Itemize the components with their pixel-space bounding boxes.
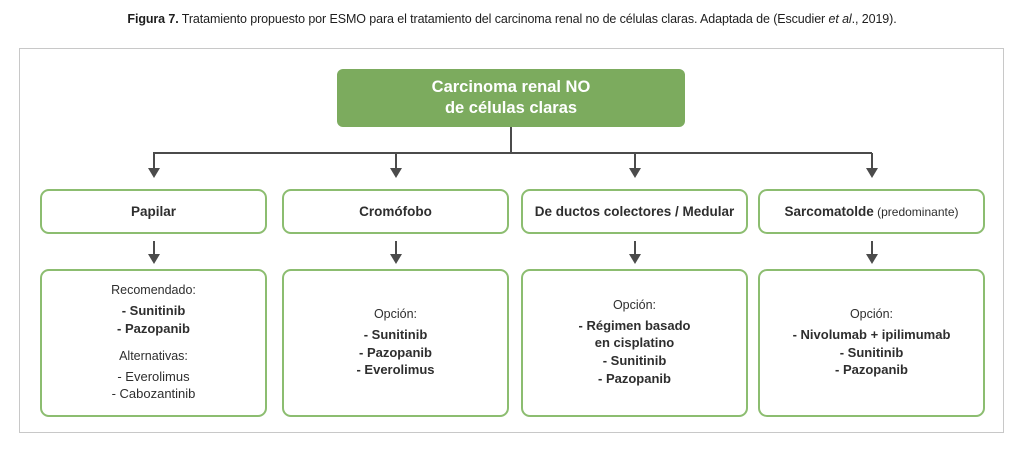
figure-caption-tail: ., 2019). [851,12,897,26]
arrow-head [628,168,641,178]
category-node-sarcomatolde: Sarcomatolde (predominante) [758,189,985,234]
treatment-section-opcion: Opción: - Nivolumab + ipilimumab - Sunit… [793,307,951,380]
treatment-item: - Régimen basado en cisplatino [578,318,691,351]
category-label: Cromófobo [359,204,432,219]
trunk-connector-line [510,127,512,152]
arrow-shaft [152,153,155,168]
treatment-section-opcion: Opción: - Sunitinib - Pazopanib - Everol… [356,307,434,380]
treatment-node-sarcomatolde: Opción: - Nivolumab + ipilimumab - Sunit… [758,269,985,417]
category-label: Papilar [130,204,177,219]
arrow-head [628,254,641,264]
section-heading: Opción: [849,306,894,321]
arrow-down-icon [147,241,160,264]
arrow-shaft [870,241,873,254]
root-node-carcinoma: Carcinoma renal NO de células claras [337,69,685,127]
branch-connector-line [153,152,872,154]
section-heading: Alternativas: [119,348,188,363]
category-node-papilar: Papilar [40,189,267,234]
treatment-item: - Sunitinib [839,344,904,360]
treatment-item: - Pazopanib [835,362,908,378]
section-heading: Opción: [373,306,418,321]
treatment-item: - Pazopanib [598,370,671,386]
arrow-head [865,168,878,178]
arrow-shaft [633,153,636,168]
figure-caption-body: Tratamiento propuesto por ESMO para el t… [178,12,829,26]
arrow-shaft [870,153,873,168]
section-heading: Recomendado: [111,282,196,297]
arrow-shaft [152,241,155,254]
treatment-item: - Cabozantinib [111,386,196,402]
category-label: Sarcomatolde [784,204,874,219]
treatment-section-alternativas: Alternativas: - Everolimus - Cabozantini… [112,349,196,404]
diagram-frame: Carcinoma renal NO de células claras Pap… [19,48,1004,433]
arrow-down-icon [389,153,402,178]
treatment-section-recomendado: Recomendado: - Sunitinib - Pazopanib [111,283,196,338]
section-heading: Opción: [612,298,657,313]
arrow-head [147,168,160,178]
arrow-down-icon [628,241,641,264]
arrow-down-icon [628,153,641,178]
category-label: De ductos colectores / Medular [534,204,735,219]
arrow-down-icon [389,241,402,264]
arrow-head [389,254,402,264]
category-node-cromofobo: Cromófobo [282,189,509,234]
arrow-shaft [394,241,397,254]
treatment-node-cromofobo: Opción: - Sunitinib - Pazopanib - Everol… [282,269,509,417]
treatment-item: - Sunitinib [363,326,428,342]
root-node-title-line2: de células claras [444,99,578,117]
treatment-item: - Sunitinib [602,353,667,368]
treatment-node-papilar: Recomendado: - Sunitinib - Pazopanib Alt… [40,269,267,417]
treatment-node-ductos-colectores-medular: Opción: - Régimen basado en cisplatino -… [521,269,748,417]
arrow-shaft [394,153,397,168]
arrow-head [865,254,878,264]
arrow-down-icon [865,153,878,178]
arrow-head [147,254,160,264]
treatment-item: - Everolimus [117,368,190,384]
root-node-title-line1: Carcinoma renal NO [431,77,591,96]
treatment-item: - Sunitinib [121,302,186,318]
arrow-shaft [633,241,636,254]
treatment-item: - Everolimus [356,362,435,378]
figure-caption-label: Figura 7. [127,12,179,26]
treatment-section-opcion: Opción: - Régimen basado en cisplatino -… [579,298,691,388]
arrow-down-icon [865,241,878,264]
category-note: (predominante) [873,204,959,219]
figure-caption: Figura 7. Tratamiento propuesto por ESMO… [0,12,1024,26]
figure-caption-etal: et al [828,12,852,26]
category-node-ductos-colectores-medular: De ductos colectores / Medular [521,189,748,234]
treatment-item: - Pazopanib [359,344,432,360]
arrow-down-icon [147,153,160,178]
treatment-item: - Pazopanib [117,320,190,336]
treatment-item: - Nivolumab + ipilimumab [792,326,951,342]
arrow-head [389,168,402,178]
